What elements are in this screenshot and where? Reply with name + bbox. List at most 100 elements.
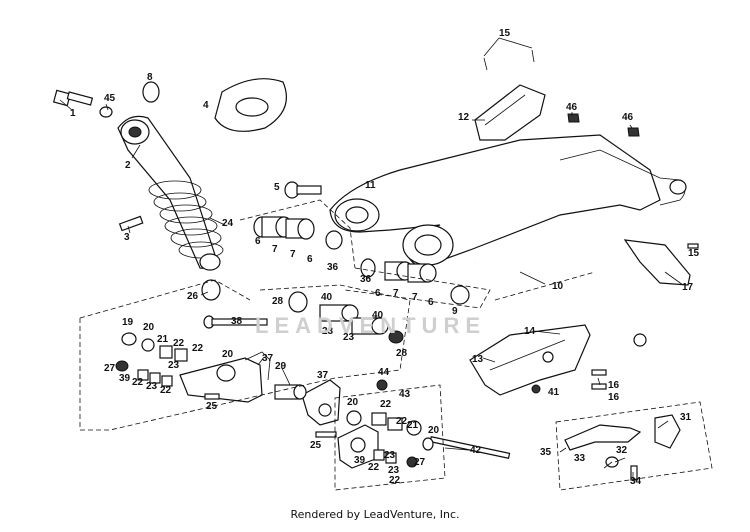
callout-7: 7 [272,244,278,255]
callout-20: 20 [222,349,234,360]
bushing-part[interactable] [142,81,160,103]
seal-part[interactable] [115,360,173,387]
callout-22: 22 [132,377,144,388]
pivot-bolt-part[interactable] [284,181,322,199]
callout-39: 39 [354,455,366,466]
callout-41: 41 [548,387,560,398]
callout-43: 43 [399,389,411,400]
seal-part[interactable] [373,449,418,468]
callout-6: 6 [375,288,381,299]
callout-23: 23 [146,381,158,392]
screw-part[interactable] [687,243,699,249]
footer-credit: Rendered by LeadVenture, Inc. [290,508,460,521]
link-spacer-part[interactable] [288,291,389,335]
callout-23: 23 [343,332,355,343]
bushing-part[interactable] [346,410,422,436]
callout-22: 22 [173,338,185,349]
callout-22: 22 [192,343,204,354]
callout-13: 13 [472,354,484,365]
bolt-part[interactable] [422,436,511,459]
callout-23: 23 [168,360,180,371]
callout-14: 14 [524,326,536,337]
bracket-part[interactable] [623,239,691,286]
callout-16: 16 [608,380,620,391]
nut-part[interactable] [376,379,388,391]
shock-absorber-part[interactable] [117,115,224,271]
bushing-part[interactable] [201,279,221,301]
callout-22: 22 [389,475,401,486]
callout-31: 31 [680,412,692,423]
callout-5: 5 [274,182,280,193]
callout-21: 21 [407,420,419,431]
rocker-arm-part[interactable] [301,379,341,426]
callout-17: 17 [682,282,694,293]
bolt-part[interactable] [203,315,268,329]
callout-22: 22 [160,385,172,396]
callout-27: 27 [104,363,116,374]
callout-40: 40 [321,292,333,303]
callout-22: 22 [380,399,392,410]
callout-28: 28 [272,296,284,307]
cap-part[interactable] [567,113,580,123]
callout-44: 44 [378,367,390,378]
callout-4: 4 [203,100,209,111]
callout-25: 25 [310,440,322,451]
callout-32: 32 [616,445,628,456]
callout-40: 40 [372,310,384,321]
shock-bolt-part[interactable] [52,89,94,107]
callout-33: 33 [574,453,586,464]
callout-26: 26 [187,291,199,302]
callout-20: 20 [428,425,440,436]
callout-12: 12 [458,112,470,123]
callout-11: 11 [365,180,376,191]
bolt-part[interactable] [118,215,144,232]
callout-19: 19 [122,317,134,328]
pivot-shaft-part[interactable] [473,259,647,347]
nut-part[interactable] [388,330,404,344]
callout-20: 20 [347,397,359,408]
callout-34: 34 [630,476,642,487]
callout-37: 37 [317,370,329,381]
callout-3: 3 [124,232,130,243]
callout-45: 45 [104,93,116,104]
cap-part[interactable] [627,127,640,137]
callout-2: 2 [125,160,131,171]
chain-slider-part[interactable] [469,324,591,396]
callout-7: 7 [393,288,399,299]
screw-part[interactable] [483,49,535,71]
callout-28: 28 [396,348,408,359]
callout-38: 38 [231,316,243,327]
callout-6: 6 [307,254,313,265]
dashed-outline [79,199,713,491]
callout-9: 9 [452,306,458,317]
callout-23: 23 [388,465,400,476]
callout-29: 29 [275,361,287,372]
callout-10: 10 [552,281,564,292]
callout-23: 23 [322,326,334,337]
swingarm-part[interactable] [329,134,687,269]
chain-guide-part[interactable] [474,84,546,141]
callout-8: 8 [147,72,153,83]
callout-15: 15 [688,248,700,259]
brake-pedal-part[interactable] [564,414,681,481]
spacer-set-part[interactable] [253,216,343,250]
spacer-part[interactable] [274,384,307,400]
callout-23: 23 [384,450,396,461]
callout-25: 25 [206,401,218,412]
callout-24: 24 [222,218,234,229]
callout-42: 42 [470,445,482,456]
spacer-set-part[interactable] [360,258,470,305]
callout-15: 15 [499,28,511,39]
callout-21: 21 [157,334,169,345]
bolt-part[interactable] [204,393,337,438]
callout-36: 36 [327,262,339,273]
callout-6: 6 [255,236,261,247]
callout-39: 39 [119,373,131,384]
callout-1: 1 [70,108,76,119]
washer-part[interactable] [99,106,113,118]
bushing-part[interactable] [121,332,188,362]
nut-part[interactable] [531,384,541,394]
bolt-part[interactable] [591,369,607,390]
